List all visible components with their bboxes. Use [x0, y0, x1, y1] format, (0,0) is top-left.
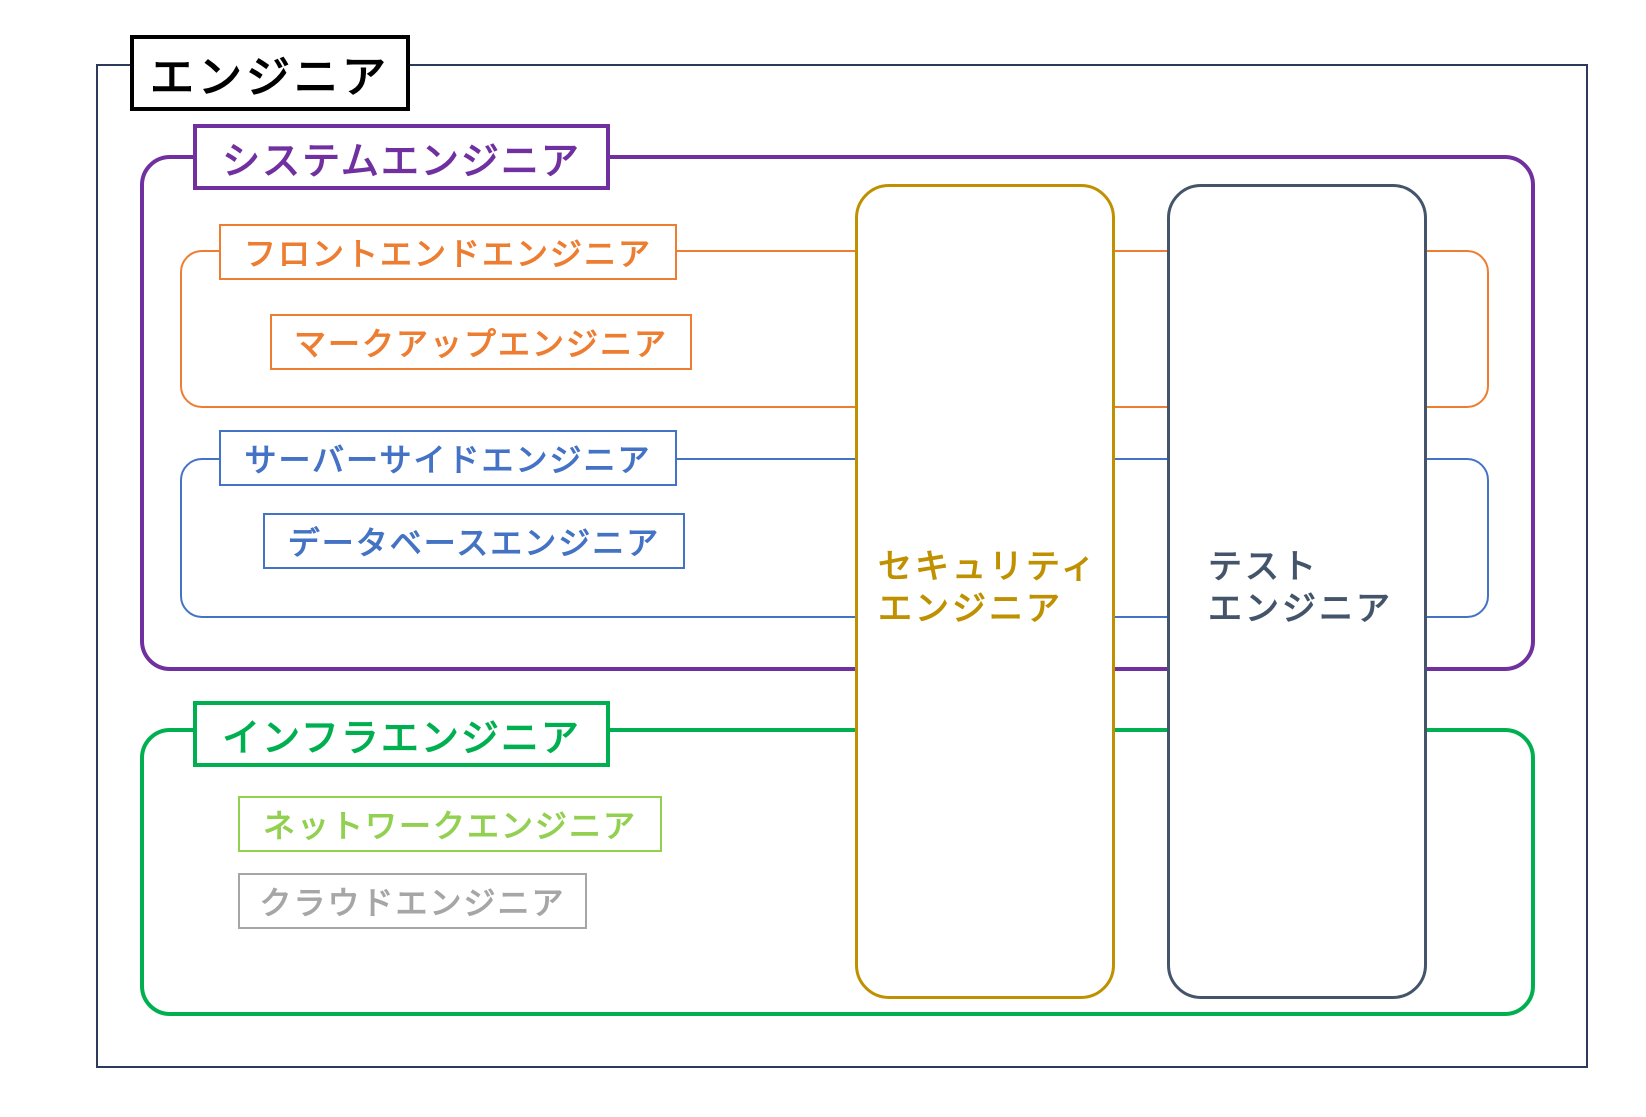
engineer-title: エンジニア	[130, 35, 410, 111]
frontend-engineer-label: フロントエンドエンジニア	[219, 224, 677, 280]
network-engineer-label: ネットワークエンジニア	[238, 796, 662, 852]
security-label-line2: エンジニア	[878, 589, 1063, 629]
infra-engineer-label: インフラエンジニア	[193, 701, 610, 767]
frontend-engineer-group	[180, 250, 1489, 408]
test-engineer-label: テスト エンジニア	[1208, 546, 1393, 630]
test-label-line1: テスト	[1208, 547, 1319, 587]
infra-engineer-group	[140, 728, 1535, 1016]
system-engineer-label: システムエンジニア	[193, 124, 610, 190]
serverside-engineer-label: サーバーサイドエンジニア	[219, 430, 677, 486]
markup-engineer-label: マークアップエンジニア	[270, 314, 692, 370]
security-label-line1: セキュリティ	[878, 547, 1098, 587]
test-label-line2: エンジニア	[1208, 589, 1393, 629]
test-engineer-pillar	[1167, 184, 1427, 999]
security-engineer-label: セキュリティ エンジニア	[878, 546, 1098, 630]
serverside-engineer-group	[180, 458, 1489, 618]
system-engineer-group	[140, 155, 1535, 671]
cloud-engineer-label: クラウドエンジニア	[238, 873, 587, 929]
database-engineer-label: データベースエンジニア	[263, 513, 685, 569]
engineer-frame	[96, 64, 1588, 1068]
security-engineer-pillar	[855, 184, 1115, 999]
